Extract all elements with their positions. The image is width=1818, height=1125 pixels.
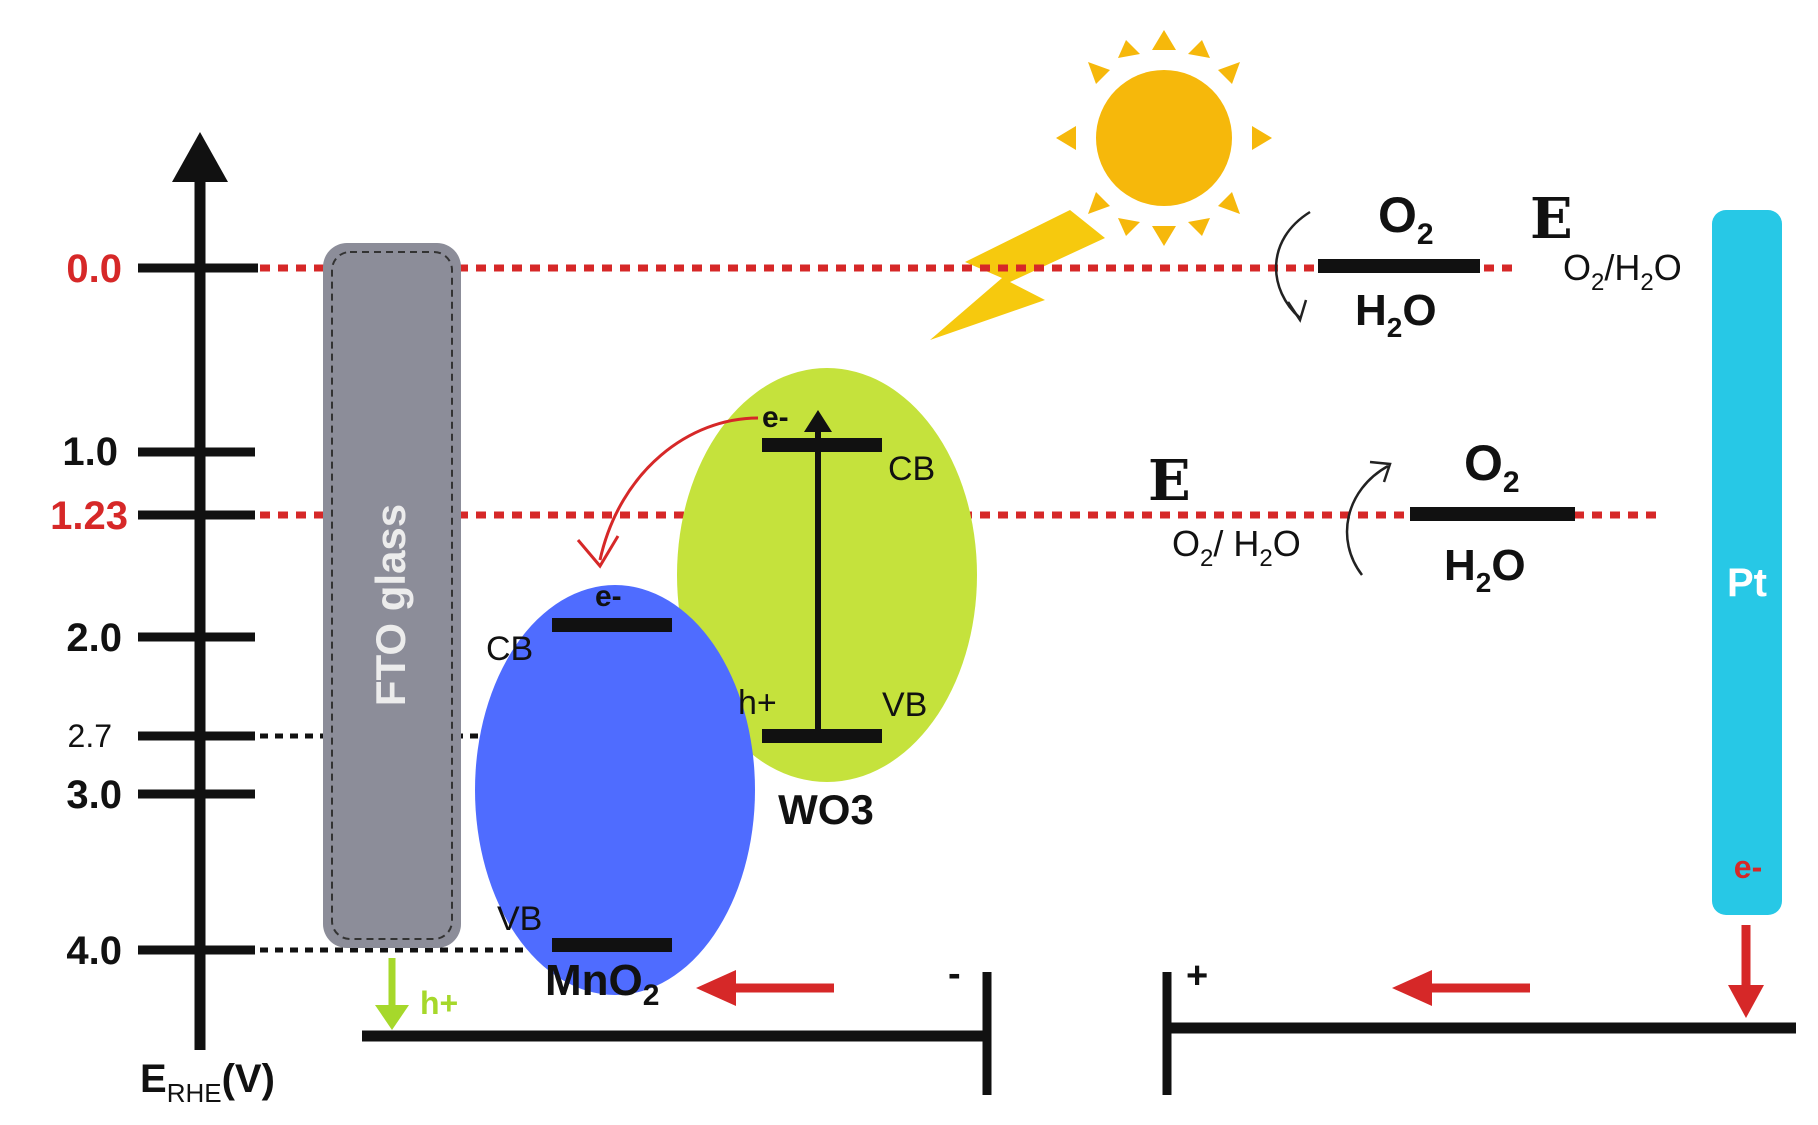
current-arrowhead-left-icon <box>696 970 736 1006</box>
minus-label: - <box>948 953 961 995</box>
mno2-vb-label: VB <box>497 900 542 938</box>
pt-current-arrowhead-icon <box>1728 985 1764 1018</box>
hole-arrowhead-icon <box>375 1005 409 1030</box>
plus-label: + <box>1186 955 1208 997</box>
fto-glass: FTO glass <box>323 243 461 948</box>
wo3-name: WO3 <box>778 786 874 833</box>
wo3-electron-label: e- <box>762 401 789 434</box>
redox-mid-arrowhead-icon <box>1369 460 1392 483</box>
wo3-cb-label: CB <box>888 450 935 488</box>
redox-top-o2: O2 <box>1378 187 1434 251</box>
hole-out-label: h+ <box>420 985 458 1021</box>
wo3-hole-label: h+ <box>738 684 777 722</box>
redox-top-e: E <box>1530 186 1573 252</box>
tick-label-2-0: 2.0 <box>66 616 122 660</box>
wo3-vb-label: VB <box>882 686 927 724</box>
redox-mid-curve-arrow <box>1345 464 1389 576</box>
axis-label: ERHE(V) <box>140 1057 275 1108</box>
redox-mid-e: E <box>1148 448 1191 514</box>
wo3-region <box>677 368 977 782</box>
electron-transfer-arrow <box>598 416 759 561</box>
redox-mid-o2: O2 <box>1464 435 1520 499</box>
mno2-cb-label: CB <box>486 630 533 668</box>
redox-mid-e-sub: O2/ H2O <box>1172 523 1301 572</box>
tick-label-1-0: 1.0 <box>62 430 118 474</box>
transfer-arrowhead-icon <box>576 535 620 569</box>
tick-label-2-7: 2.7 <box>68 718 112 754</box>
tick-label-0: 0.0 <box>66 247 122 291</box>
mno2-name: MnO2 <box>545 956 659 1012</box>
redox-top-arrowhead-icon <box>1286 299 1308 323</box>
tick-label-3-0: 3.0 <box>66 773 122 817</box>
pt-electron-label: e- <box>1734 849 1762 885</box>
current-arrowhead-right-icon <box>1392 970 1432 1006</box>
redox-top-e-sub: O2/H2O <box>1563 247 1682 296</box>
fto-label: FTO glass <box>367 504 414 706</box>
pt-electrode <box>1712 210 1782 915</box>
lightning-icon <box>930 210 1105 340</box>
redox-mid-h2o: H2O <box>1444 541 1526 598</box>
potential-axis <box>138 132 258 1050</box>
axis-arrow-icon <box>172 132 228 182</box>
redox-top-h2o: H2O <box>1355 286 1437 343</box>
tick-label-1-23: 1.23 <box>50 494 128 538</box>
pt-label: Pt <box>1727 561 1767 605</box>
mno2-region <box>475 585 755 995</box>
mno2-electron-label: e- <box>595 580 622 613</box>
excitation-arrowhead-icon <box>804 410 832 432</box>
sun-icon <box>1056 30 1272 246</box>
tick-label-4-0: 4.0 <box>66 929 122 973</box>
